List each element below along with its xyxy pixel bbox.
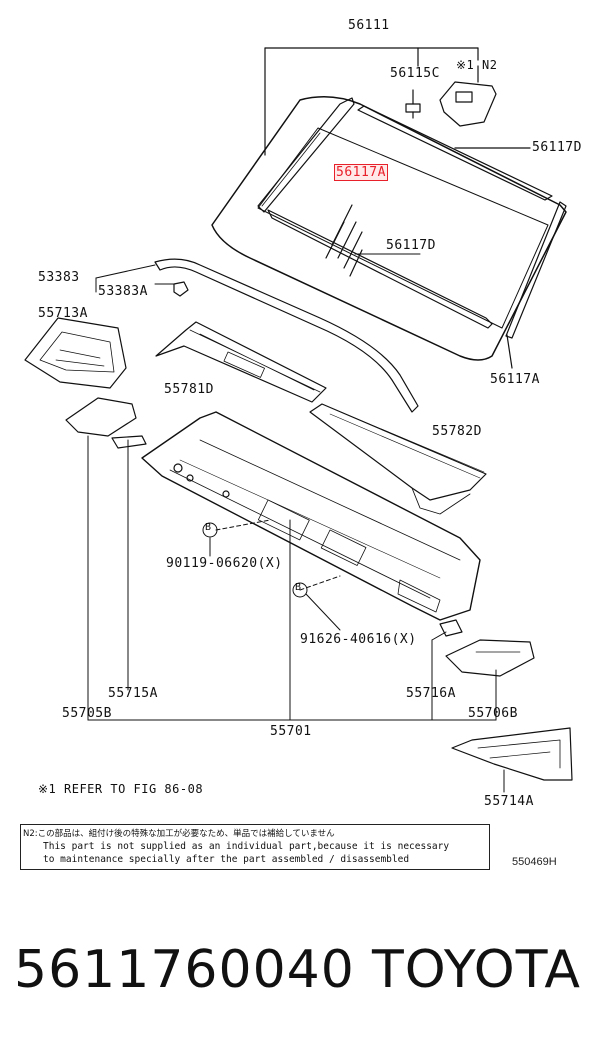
label-55716a: 55716A <box>406 686 456 701</box>
clip-56115c <box>405 89 421 119</box>
label-55705b: 55705B <box>62 706 112 721</box>
leaders-upper <box>95 147 531 293</box>
label-56117a-highlighted: 56117A <box>334 164 388 181</box>
n2-note-box: N2:この部品は、組付け後の特殊な加工が必要なため、単品では補給していません T… <box>20 824 490 870</box>
label-90119: 90119-06620(X) <box>166 556 283 571</box>
label-56111: 56111 <box>348 18 390 33</box>
label-55713a: 55713A <box>38 306 88 321</box>
n2-note-line-3: to maintenance specially after the part … <box>43 854 410 865</box>
molding-left <box>257 97 355 213</box>
weatherstrip-53383 <box>154 258 419 413</box>
label-55782d: 55782D <box>432 424 482 439</box>
leader-56111 <box>264 47 479 156</box>
bracket-55706b <box>445 639 535 677</box>
parts-diagram <box>24 47 573 793</box>
leaders-bottom <box>87 435 505 793</box>
catalog-code: 550469H <box>512 856 557 868</box>
windshield-glass <box>211 96 567 361</box>
label-56117d-mid: 56117D <box>386 238 436 253</box>
panel-55714a <box>451 727 573 781</box>
cowl-55781d <box>155 321 327 403</box>
part-number: 5611760040 <box>14 940 355 1000</box>
panel-55713a <box>24 317 127 389</box>
n2-note-line-2: This part is not supplied as an individu… <box>43 841 450 852</box>
label-55701: 55701 <box>270 724 312 739</box>
label-53383: 53383 <box>38 270 80 285</box>
label-53383a: 53383A <box>98 284 148 299</box>
bracket-55716a <box>439 619 463 637</box>
cowl-55701 <box>141 411 481 621</box>
bolt-leaders-solid <box>202 522 341 631</box>
bracket-small-left <box>65 397 147 449</box>
cowl-55782d <box>309 403 487 515</box>
label-bolt-b2: B <box>295 582 302 593</box>
label-n2: ※1 N2 <box>456 58 498 72</box>
brand-name: TOYOTA <box>372 940 581 1000</box>
refer-note: ※1 REFER TO FIG 86-08 <box>38 782 204 796</box>
bolt-leaders <box>215 519 341 591</box>
molding-right <box>505 201 567 369</box>
label-91626: 91626-40616(X) <box>300 632 417 647</box>
label-55706b: 55706B <box>468 706 518 721</box>
label-55781d: 55781D <box>164 382 214 397</box>
label-55715a: 55715A <box>108 686 158 701</box>
label-56117a-right: 56117A <box>490 372 540 387</box>
label-56117d-top: 56117D <box>532 140 582 155</box>
molding-lower <box>267 209 493 329</box>
n2-note-line-1: N2:この部品は、組付け後の特殊な加工が必要なため、単品では補給していません <box>23 829 335 839</box>
bracket-n2 <box>439 65 497 127</box>
label-56115c: 56115C <box>390 66 440 81</box>
label-bolt-b1: B <box>205 522 212 533</box>
label-55714a: 55714A <box>484 794 534 809</box>
